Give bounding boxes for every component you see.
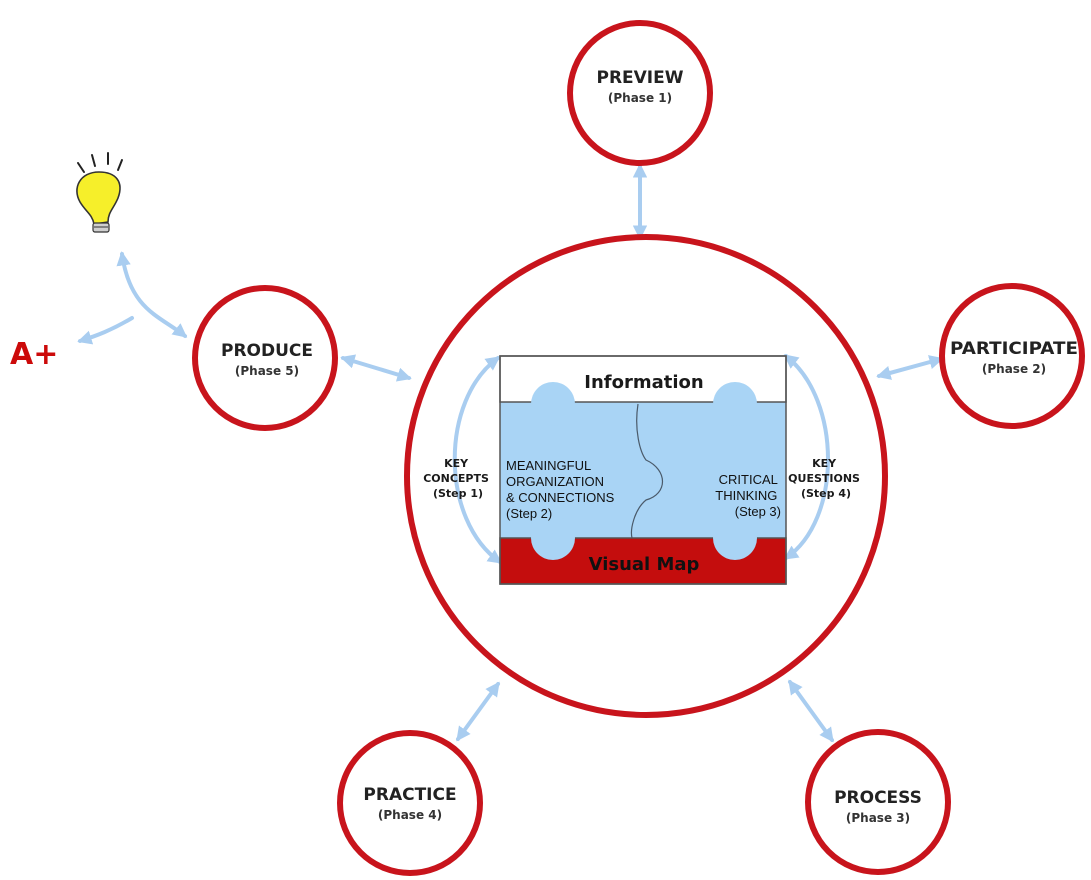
phase-ring — [192, 285, 338, 431]
central-ring — [404, 234, 888, 718]
grade-label: A+ — [10, 337, 58, 372]
phase-participate: PARTICIPATE (Phase 2) — [939, 283, 1085, 429]
phase-subtitle: (Phase 5) — [235, 364, 299, 378]
phase-produce: PRODUCE (Phase 5) — [192, 285, 338, 431]
puzzle-tab — [531, 516, 575, 560]
participate-arrow — [876, 355, 944, 380]
key-questions-label: KEY QUESTIONS (Step 4) — [788, 457, 864, 500]
visual-map-label: Visual Map — [589, 554, 700, 575]
phase-title: PRACTICE — [363, 785, 456, 805]
phase-subtitle: (Phase 1) — [608, 91, 672, 105]
produce-arrow — [340, 354, 412, 382]
phase-ring — [337, 730, 483, 876]
puzzle-outline — [499, 355, 787, 585]
organization-label: MEANINGFUL ORGANIZATION & CONNECTIONS (S… — [506, 458, 618, 521]
phase-title: PREVIEW — [596, 68, 683, 88]
phase-title: PARTICIPATE — [950, 339, 1078, 359]
phase-title: PROCESS — [834, 788, 922, 808]
process-arrow — [788, 679, 834, 743]
phase-ring — [567, 20, 713, 166]
phase-ring — [939, 283, 1085, 429]
phase-title: PRODUCE — [221, 341, 313, 361]
phase-process: PROCESS (Phase 3) — [805, 729, 951, 875]
connector-arrows — [77, 163, 944, 743]
phase-subtitle: (Phase 4) — [378, 808, 442, 822]
phase-preview: PREVIEW (Phase 1) — [567, 20, 713, 166]
idea-arrow — [116, 251, 188, 338]
lightbulb-icon — [76, 152, 123, 233]
information-label: Information — [584, 372, 703, 393]
puzzle-tab — [713, 382, 757, 426]
grade-arrow — [77, 316, 134, 345]
puzzle-tab — [531, 382, 575, 426]
phase-practice: PRACTICE (Phase 4) — [337, 730, 483, 876]
puzzle-seam — [630, 403, 663, 539]
critical-thinking-label: CRITICAL THINKING (Step 3) — [715, 472, 781, 519]
key-questions-curve — [783, 354, 830, 560]
puzzle-tab — [713, 516, 757, 560]
phase-subtitle: (Phase 3) — [846, 811, 910, 825]
phase-ring — [805, 729, 951, 875]
phase-subtitle: (Phase 2) — [982, 362, 1046, 376]
key-concepts-label: KEY CONCEPTS (Step 1) — [423, 457, 493, 500]
key-concepts-curve — [452, 356, 503, 564]
puzzle-box: Information Visual Map MEANINGFUL ORGANI… — [499, 355, 787, 585]
practice-arrow — [456, 681, 500, 742]
